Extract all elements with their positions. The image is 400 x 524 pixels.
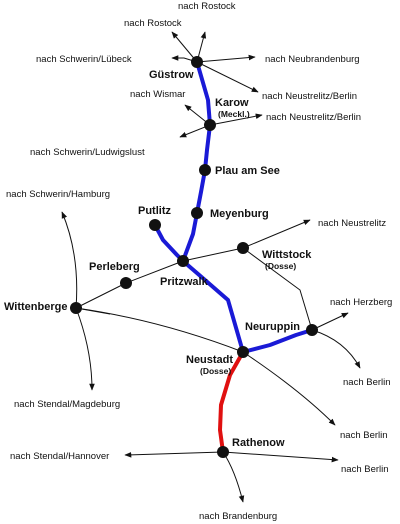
station-dot-plau[interactable] — [199, 164, 211, 176]
route-to-berlin-3 — [222, 451, 339, 463]
station-dot-neustadt[interactable] — [237, 346, 249, 358]
route-wittenberge-neustadt — [75, 307, 244, 353]
station-dot-putlitz[interactable] — [149, 219, 161, 231]
dest-stendal-hannover: nach Stendal/Hannover — [10, 451, 109, 462]
label-putlitz: Putlitz — [138, 205, 171, 217]
route-to-neubrandenburg — [196, 54, 256, 63]
route-to-neustrelitz-berlin-2 — [209, 113, 263, 126]
station-dot-karow[interactable] — [204, 119, 216, 131]
route-wittstock-neuruppin — [242, 247, 313, 331]
label-neuruppin: Neuruppin — [245, 321, 300, 333]
route-to-rostock-left — [171, 31, 198, 63]
dest-schwerin-hamburg: nach Schwerin/Hamburg — [6, 189, 110, 200]
route-to-brandenburg — [222, 451, 245, 503]
dest-rostock-top: nach Rostock — [178, 1, 236, 12]
station-dot-rathenow[interactable] — [217, 446, 229, 458]
label-plau: Plau am See — [215, 165, 280, 177]
label-neustadt-sub: (Dosse) — [200, 366, 231, 376]
dest-berlin-1: nach Berlin — [343, 377, 391, 388]
label-pritzwalk: Pritzwalk — [160, 276, 209, 288]
label-wittenberge: Wittenberge — [4, 301, 67, 313]
label-rathenow: Rathenow — [232, 437, 285, 449]
station-dot-perleberg[interactable] — [120, 277, 132, 289]
route-to-schwerin-hamburg — [61, 211, 78, 309]
label-perleberg: Perleberg — [89, 261, 140, 273]
dest-rostock-left: nach Rostock — [124, 18, 182, 29]
label-karow-sub: (Meckl.) — [218, 109, 250, 119]
station-dots — [70, 56, 318, 458]
dest-herzberg: nach Herzberg — [330, 297, 392, 308]
label-meyenburg: Meyenburg — [210, 208, 269, 220]
route-to-neustrelitz-berlin-1 — [196, 61, 259, 93]
dest-schwerin-ludwigslust: nach Schwerin/Ludwigslust — [30, 147, 145, 158]
dest-berlin-2: nach Berlin — [340, 430, 388, 441]
dest-stendal-magdeburg: nach Stendal/Magdeburg — [14, 399, 120, 410]
route-to-stendal-magdeburg — [75, 307, 95, 391]
label-guestrow: Güstrow — [149, 69, 194, 81]
dest-brandenburg: nach Brandenburg — [199, 511, 277, 522]
label-wittstock-sub: (Dosse) — [265, 261, 296, 271]
station-labels: Güstrow Karow (Meckl.) Plau am See Meyen… — [4, 69, 312, 449]
station-dot-wittstock[interactable] — [237, 242, 249, 254]
route-to-berlin-2 — [242, 351, 336, 426]
dest-neustrelitz-berlin-2: nach Neustrelitz/Berlin — [266, 112, 361, 123]
station-dot-meyenburg[interactable] — [191, 207, 203, 219]
label-neustadt: Neustadt — [186, 354, 233, 366]
label-karow: Karow — [215, 97, 249, 109]
label-wittstock: Wittstock — [262, 249, 312, 261]
dest-wismar: nach Wismar — [130, 89, 185, 100]
dest-berlin-3: nach Berlin — [341, 464, 389, 475]
route-to-berlin-1 — [311, 329, 361, 369]
dest-schwerin-luebeck: nach Schwerin/Lübeck — [36, 54, 132, 65]
station-dot-pritzwalk[interactable] — [177, 255, 189, 267]
dest-neubrandenburg: nach Neubrandenburg — [265, 54, 360, 65]
station-dot-guestrow[interactable] — [191, 56, 203, 68]
station-dot-neuruppin[interactable] — [306, 324, 318, 336]
dest-neustrelitz: nach Neustrelitz — [318, 218, 386, 229]
destination-labels: nach Rostock nach Rostock nach Schwerin/… — [6, 1, 392, 522]
station-dot-wittenberge[interactable] — [70, 302, 82, 314]
route-to-stendal-hannover — [124, 451, 224, 458]
route-to-herzberg — [311, 312, 349, 331]
red-route-line — [218, 350, 245, 454]
dest-neustrelitz-berlin-1: nach Neustrelitz/Berlin — [262, 91, 357, 102]
